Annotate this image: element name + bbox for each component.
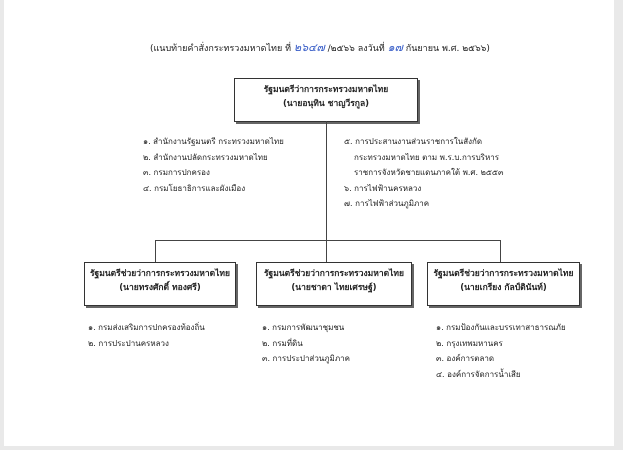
minister-title: รัฐมนตรีว่าการกระทรวงมหาดไทย xyxy=(263,85,389,95)
list-item: ๓. การประปาส่วนภูมิภาค xyxy=(262,354,350,363)
list-item: ๔. องค์การจัดการน้ำเสีย xyxy=(436,369,521,379)
minister-list-left: ๑. สำนักงานรัฐมนตรี กระทรวงมหาดไทย ๒. สำ… xyxy=(143,134,284,196)
list-item: ๑. สำนักงานรัฐมนตรี กระทรวงมหาดไทย xyxy=(143,137,284,146)
header-suffix: กันยายน พ.ศ. ๒๕๖๖) xyxy=(405,44,490,54)
list-item: ๕. การประสานงานส่วนราชการในสังกัด xyxy=(344,137,483,146)
deputy-title: รัฐมนตรีช่วยว่าการกระทรวงมหาดไทย xyxy=(263,269,405,279)
minister-box: รัฐมนตรีว่าการกระทรวงมหาดไทย (นายอนุทิน … xyxy=(234,78,418,122)
list-item: กระทรวงมหาดไทย ตาม พ.ร.บ.การบริหาร xyxy=(354,152,500,162)
deputy-box-2: รัฐมนตรีช่วยว่าการกระทรวงมหาดไทย (นายชาด… xyxy=(256,262,412,306)
deputy-name: (นายเกรียง กัลป์ตินันท์) xyxy=(460,283,547,293)
header-prefix: (แนบท้ายคำสั่งกระทรวงมหาดไทย ที่ xyxy=(150,44,292,54)
document-header: (แนบท้ายคำสั่งกระทรวงมหาดไทย ที่ ๒๖๔๗ /๒… xyxy=(150,38,490,56)
deputy-1-list: ๑. กรมส่งเสริมการปกครองท้องถิ่น ๒. การปร… xyxy=(88,320,205,351)
deputy-name: (นายชาดา ไทยเศรษฐ์) xyxy=(291,283,377,293)
deputy-name: (นายทรงศักดิ์ ทองศรี) xyxy=(119,283,201,293)
list-item: ๗. การไฟฟ้าส่วนภูมิภาค xyxy=(344,199,430,208)
list-item: ๒. การประปานครหลวง xyxy=(88,338,169,348)
deputy-3-list: ๑. กรมป้องกันและบรรเทาสาธารณภัย ๒. กรุงเ… xyxy=(436,320,566,382)
order-day: ๑๗ xyxy=(387,41,403,54)
list-item: ๒. กรุงเทพมหานคร xyxy=(436,338,503,348)
deputy-title: รัฐมนตรีช่วยว่าการกระทรวงมหาดไทย xyxy=(433,269,574,279)
connector-line xyxy=(500,240,501,262)
list-item: ๔. กรมโยธาธิการและผังเมือง xyxy=(143,183,246,193)
list-item: ๖. การไฟฟ้านครหลวง xyxy=(344,183,422,193)
list-item: ๒. สำนักงานปลัดกระทรวงมหาดไทย xyxy=(143,152,268,162)
document-page xyxy=(4,0,614,446)
minister-list-right: ๕. การประสานงานส่วนราชการในสังกัด กระทรว… xyxy=(344,134,503,212)
list-item: ๑. กรมส่งเสริมการปกครองท้องถิ่น xyxy=(88,323,205,332)
list-item: ๒. กรมที่ดิน xyxy=(262,338,303,348)
deputy-title: รัฐมนตรีช่วยว่าการกระทรวงมหาดไทย xyxy=(89,269,231,279)
list-item: ๓. กรมการปกครอง xyxy=(143,168,210,177)
connector-line xyxy=(326,240,327,262)
list-item: ๑. กรมการพัฒนาชุมชน xyxy=(262,323,345,332)
connector-line xyxy=(155,240,156,262)
list-item: ราชการจังหวัดชายแดนภาคใต้ พ.ศ. ๒๕๕๓ xyxy=(354,168,504,177)
header-mid: /๒๕๖๖ ลงวันที่ xyxy=(327,44,385,54)
deputy-2-list: ๑. กรมการพัฒนาชุมชน ๒. กรมที่ดิน ๓. การป… xyxy=(262,320,350,367)
deputy-box-1: รัฐมนตรีช่วยว่าการกระทรวงมหาดไทย (นายทรง… xyxy=(84,262,236,306)
list-item: ๓. องค์การตลาด xyxy=(436,354,495,363)
order-number: ๒๖๔๗ xyxy=(293,41,325,54)
connector-line xyxy=(326,121,327,240)
minister-name: (นายอนุทิน ชาญวีรกูล) xyxy=(282,99,370,109)
list-item: ๑. กรมป้องกันและบรรเทาสาธารณภัย xyxy=(436,323,566,332)
deputy-box-3: รัฐมนตรีช่วยว่าการกระทรวงมหาดไทย (นายเกร… xyxy=(427,262,580,306)
connector-line xyxy=(155,240,501,241)
